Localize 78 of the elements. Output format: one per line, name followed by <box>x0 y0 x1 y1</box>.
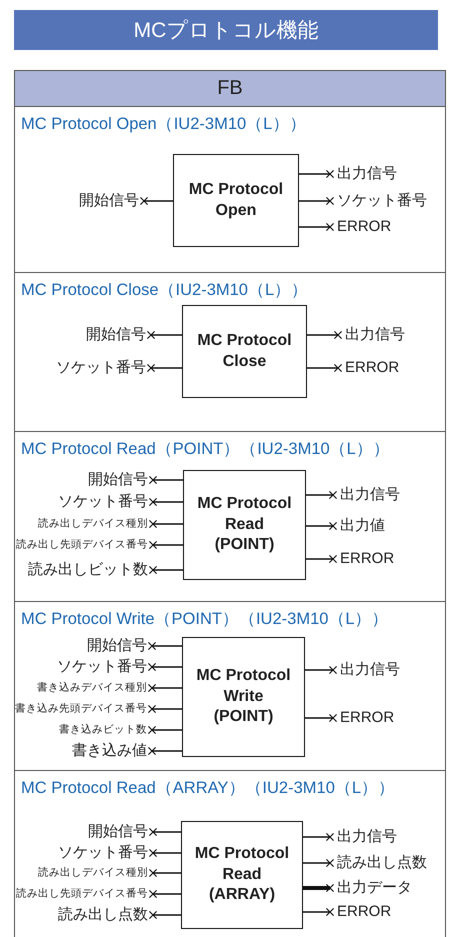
signal-line <box>148 746 182 756</box>
signal-label: 書き込みビット数 <box>59 724 153 736</box>
signal-label: 読み出しデバイス種別 <box>38 866 154 880</box>
section-heading: MC Protocol Write（POINT）（IU2-3M10（L）） <box>21 609 389 630</box>
section-heading: MC Protocol Close（IU2-3M10（L）） <box>21 280 308 301</box>
signal-label: 出力信号 <box>333 661 400 679</box>
signal-label: 出力データ <box>330 879 412 897</box>
signal-line <box>148 704 182 714</box>
signal-line <box>148 684 182 692</box>
signal-label: 出力信号 <box>333 486 400 504</box>
signal-line <box>306 490 338 500</box>
signal-label: 読み出しデバイス種別 <box>38 518 154 530</box>
signal-label: 読み出し先頭デバイス番号 <box>16 888 154 900</box>
signal-label: ERROR <box>333 550 394 568</box>
signal-line <box>306 554 338 564</box>
section-heading: MC Protocol Open（IU2-3M10（L）） <box>21 114 306 135</box>
signal-line <box>148 726 182 734</box>
signal-label: 書き込み値 <box>72 742 153 760</box>
signal-line <box>148 890 181 898</box>
signal-label: 出力信号 <box>338 326 405 344</box>
section-heading: MC Protocol Read（POINT）（IU2-3M10（L）） <box>21 439 390 460</box>
signal-line <box>146 330 182 340</box>
signal-label: 書き込みデバイス種別 <box>37 682 153 694</box>
signal-label: 読み出し点数 <box>330 854 427 872</box>
signal-line <box>307 364 342 372</box>
signal-label: ERROR <box>330 218 392 236</box>
signal-label: ERROR <box>338 359 400 377</box>
function-block: MC Protocol Close <box>182 305 307 398</box>
signal-label: ソケット番号 <box>58 844 154 862</box>
signal-label: 開始信号 <box>86 326 152 344</box>
signal-line <box>299 170 334 178</box>
signal-line <box>146 364 182 372</box>
signal-line <box>148 828 181 836</box>
signal-line <box>299 196 334 206</box>
signal-label: 読み出し点数 <box>58 906 154 924</box>
signal-line <box>148 910 181 920</box>
function-block: MC Protocol Write (POINT) <box>182 637 305 757</box>
signal-label: ERROR <box>333 709 394 727</box>
signal-label: 開始信号 <box>87 637 153 655</box>
signal-line <box>306 522 338 530</box>
signal-label: ERROR <box>330 903 392 921</box>
signal-label: ソケット番号 <box>56 359 152 377</box>
signal-line <box>148 868 181 878</box>
title-banner: MCプロトコル機能 <box>14 10 438 50</box>
function-block: MC Protocol Read (POINT) <box>183 470 306 580</box>
signal-line <box>303 858 334 868</box>
signal-line <box>148 476 183 484</box>
signal-line <box>148 566 183 574</box>
signal-line <box>148 848 181 858</box>
signal-line <box>303 884 334 892</box>
signal-label: ソケット番号 <box>330 192 427 210</box>
signal-line <box>305 714 338 722</box>
section-heading: MC Protocol Read（ARRAY）（IU2-3M10（L）） <box>21 778 396 799</box>
signal-line <box>299 222 334 232</box>
signal-label: 読み出しビット数 <box>28 561 154 579</box>
signal-label: 開始信号 <box>88 471 154 489</box>
signal-label: 出力信号 <box>330 165 397 183</box>
signal-line <box>148 498 183 506</box>
signal-label: 書き込み先頭デバイス番号 <box>15 702 153 716</box>
signal-line <box>303 908 334 916</box>
signal-line <box>148 642 182 650</box>
function-block: MC Protocol Read (ARRAY) <box>181 821 303 929</box>
signal-line <box>303 832 334 842</box>
signal-label: 読み出し先頭デバイス番号 <box>16 538 154 552</box>
signal-line <box>305 666 338 674</box>
signal-label: 開始信号 <box>88 823 154 841</box>
signal-label: 出力値 <box>333 517 385 535</box>
function-block: MC Protocol Open <box>173 154 299 247</box>
signal-label: 出力信号 <box>330 828 397 846</box>
signal-line <box>140 196 173 206</box>
signal-label: ソケット番号 <box>57 658 153 676</box>
signal-line <box>148 662 182 672</box>
signal-line <box>307 330 342 340</box>
signal-line <box>148 520 183 528</box>
signal-line <box>148 540 183 550</box>
signal-label: ソケット番号 <box>58 493 154 511</box>
table-header: FB <box>15 71 445 107</box>
signal-label: 開始信号 <box>79 192 145 210</box>
